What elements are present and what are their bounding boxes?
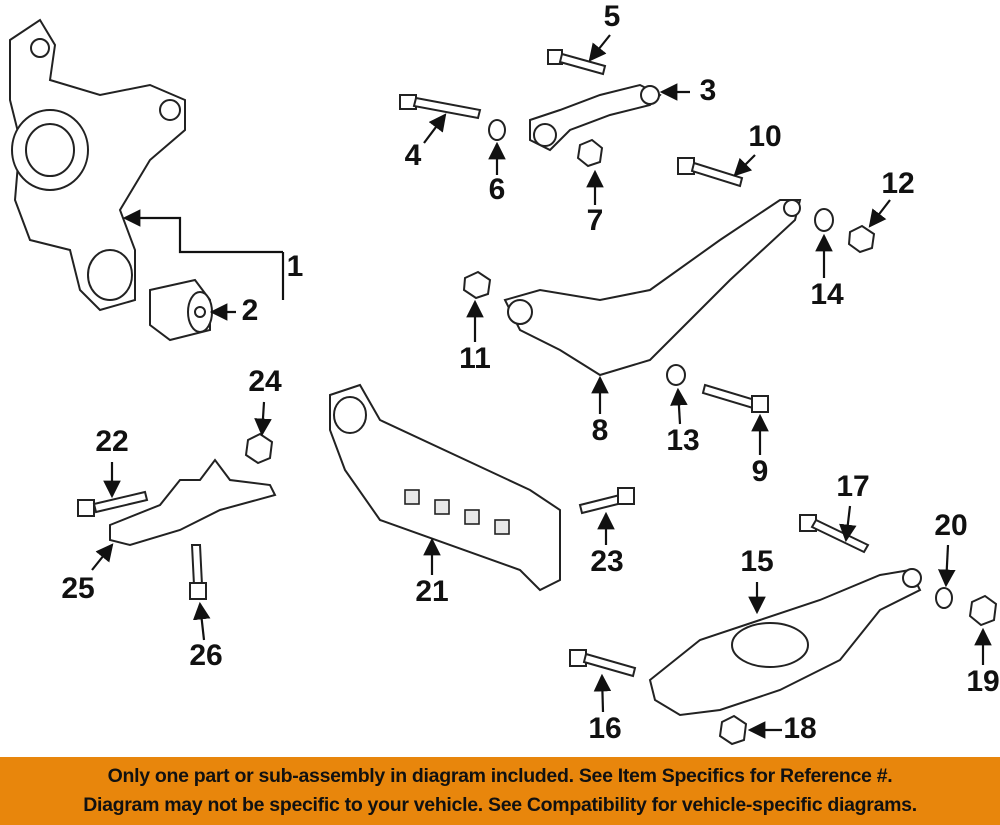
bolt-5[interactable]: [547, 49, 607, 76]
nut-12[interactable]: [847, 224, 876, 254]
bolt-23[interactable]: [578, 487, 635, 515]
callout-10: 10: [748, 120, 781, 153]
upper-link-part[interactable]: [529, 83, 662, 152]
bolt-26[interactable]: [189, 544, 207, 600]
callout-5: 5: [604, 0, 621, 33]
callout-25: 25: [61, 572, 94, 605]
bolt-16[interactable]: [569, 649, 637, 678]
disclaimer-line-2: Diagram may not be specific to your vehi…: [83, 794, 917, 816]
callout-20: 20: [934, 509, 967, 542]
washer-20[interactable]: [935, 587, 953, 609]
nut-24[interactable]: [244, 432, 274, 465]
callout-14: 14: [810, 278, 844, 311]
lower-arm-8[interactable]: [503, 199, 802, 377]
bolt-10[interactable]: [677, 157, 744, 188]
washer-14[interactable]: [814, 208, 834, 232]
callout-6: 6: [489, 173, 506, 206]
disclaimer-banner: Only one part or sub-assembly in diagram…: [0, 757, 1000, 825]
callout-11: 11: [459, 342, 491, 375]
callout-24: 24: [248, 365, 282, 398]
washer-6[interactable]: [488, 119, 506, 141]
nut-18[interactable]: [718, 714, 748, 746]
callout-8: 8: [592, 414, 609, 447]
callout-2: 2: [242, 294, 259, 327]
callout-12: 12: [881, 167, 914, 200]
parts-diagram: 1 2 3 4 5 6 7 8 9 10 11 12 13 14 15 16 1…: [9, 0, 1000, 746]
callout-18: 18: [783, 712, 816, 745]
callout-17: 17: [836, 470, 869, 503]
washer-13[interactable]: [666, 364, 686, 386]
callout-23: 23: [590, 545, 623, 578]
callout-26: 26: [189, 639, 222, 672]
callout-9: 9: [752, 455, 769, 488]
nut-19[interactable]: [968, 594, 998, 627]
bolt-22[interactable]: [77, 490, 149, 517]
bushing-part[interactable]: [149, 278, 213, 342]
bolt-4[interactable]: [399, 94, 482, 120]
bolt-9[interactable]: [701, 383, 769, 413]
trailing-arm-21[interactable]: [329, 383, 561, 592]
nut-11[interactable]: [462, 270, 492, 300]
callout-1: 1: [287, 250, 304, 283]
bolt-17[interactable]: [799, 514, 870, 554]
disclaimer-line-1: Only one part or sub-assembly in diagram…: [107, 765, 893, 787]
lower-control-arm-15[interactable]: [648, 568, 922, 717]
bracket-25[interactable]: [109, 458, 277, 547]
callout-22: 22: [95, 425, 128, 458]
callout-19: 19: [966, 665, 999, 698]
knuckle-part[interactable]: [9, 18, 186, 312]
callout-16: 16: [588, 712, 621, 745]
callout-15: 15: [740, 545, 773, 578]
callout-4: 4: [405, 139, 422, 172]
callout-21: 21: [415, 575, 448, 608]
callout-3: 3: [700, 74, 717, 107]
callout-7: 7: [587, 204, 604, 237]
callout-13: 13: [666, 424, 699, 457]
leader-lines: [91, 34, 992, 739]
nut-7[interactable]: [576, 138, 604, 168]
